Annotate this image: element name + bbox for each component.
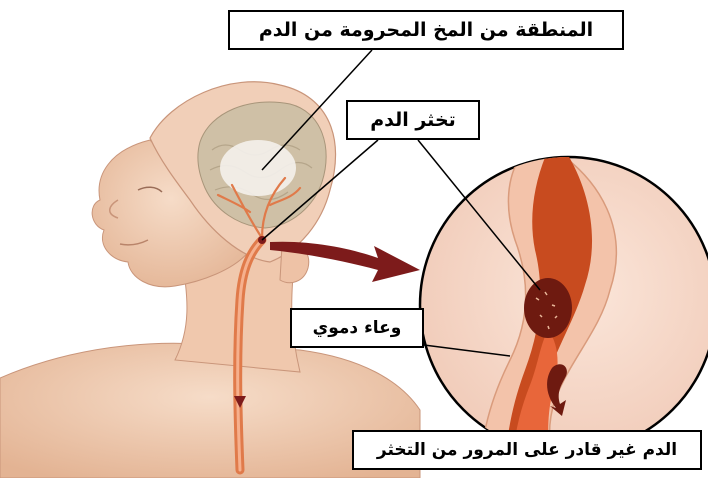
ischemic-area bbox=[220, 140, 296, 196]
magnified-vessel-view bbox=[420, 150, 708, 478]
blood-vessel-label: وعاء دموي bbox=[290, 308, 424, 348]
deprived-region-label: المنطقة من المخ المحرومة من الدم bbox=[228, 10, 624, 50]
clot-label: تخثر الدم bbox=[346, 100, 480, 140]
blocked-blood-label: الدم غير قادر على المرور من التخثر bbox=[352, 430, 702, 470]
clot bbox=[524, 278, 572, 338]
head-figure bbox=[0, 82, 420, 478]
